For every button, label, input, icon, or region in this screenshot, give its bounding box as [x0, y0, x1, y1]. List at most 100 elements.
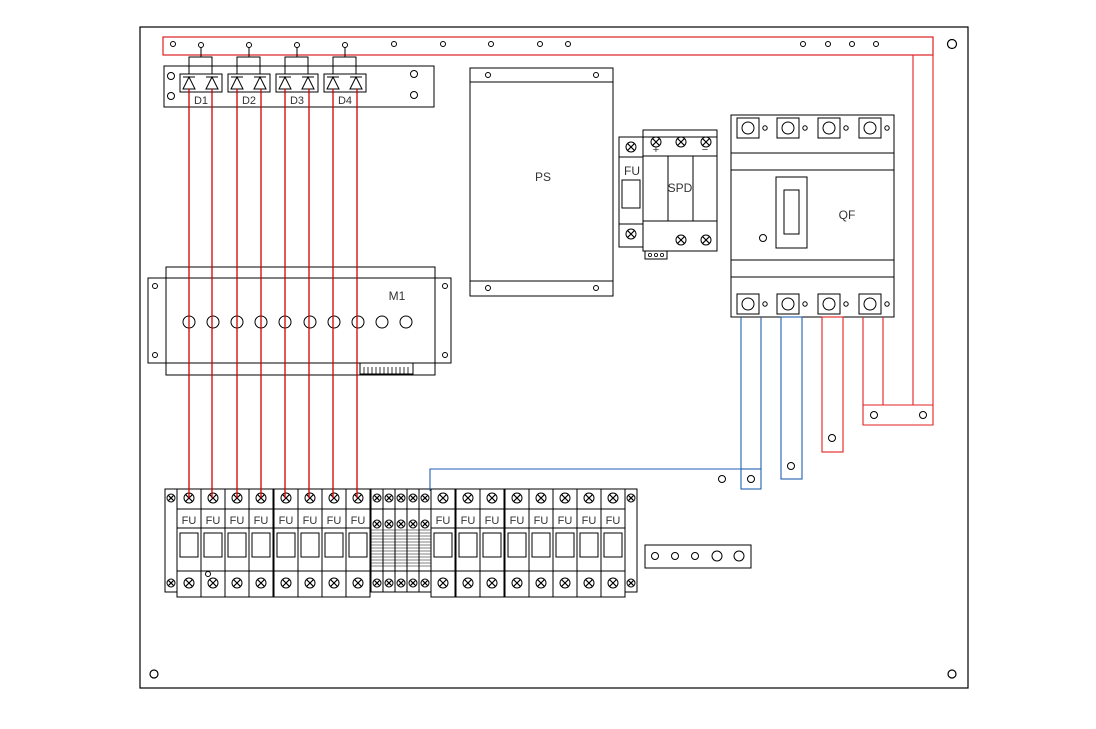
power-supply-label: PS: [535, 170, 551, 184]
fuse-terminal: FU: [576, 488, 602, 598]
feed-through-terminal: [394, 488, 408, 593]
terminal-screw-icon: [607, 577, 619, 589]
terminal-screw-icon: [626, 493, 636, 503]
spd-minus-sign: −: [702, 144, 708, 156]
terminal-screw-icon: [304, 492, 316, 504]
fuse-terminal: FU: [552, 488, 578, 598]
fuse-terminal: FU: [479, 488, 505, 598]
fuse-terminal-label: FU: [351, 515, 366, 527]
terminal-screw-icon: [408, 578, 418, 588]
diode-label-d4: D4: [338, 95, 352, 107]
negative-wires: [429, 316, 803, 491]
fuse-terminal: FU: [345, 488, 371, 598]
terminal-screw-icon: [384, 578, 394, 588]
terminal-screw-icon: [462, 492, 474, 504]
terminal-screw-icon: [625, 141, 637, 153]
diode-board: D1 D2 D3 D4: [163, 42, 435, 108]
terminal-screw-icon: [420, 493, 430, 503]
fuse-terminal: FU: [248, 488, 274, 598]
breaker-terminal-icon: [817, 117, 849, 139]
terminal-screw-icon: [280, 577, 292, 589]
fuse-terminal-label: FU: [461, 515, 476, 527]
fuse-terminal-label: FU: [510, 515, 525, 527]
terminal-screw-icon: [420, 519, 430, 529]
terminal-screw-icon: [607, 492, 619, 504]
spd-fuse-label: FU: [624, 164, 640, 178]
spd-fuse: FU: [618, 136, 644, 248]
terminal-screw-icon: [166, 493, 176, 503]
diode-label-d1: D1: [194, 95, 208, 107]
feed-through-terminal: [370, 488, 384, 593]
terminal-screw-icon: [352, 492, 364, 504]
fuse-terminal: FU: [455, 488, 481, 598]
fuse-terminal: FU: [224, 488, 250, 598]
power-supply: PS: [469, 67, 614, 297]
terminal-screw-icon: [396, 493, 406, 503]
terminal-screw-icon: [700, 234, 712, 246]
terminal-screw-icon: [207, 577, 219, 589]
fuse-terminal-label: FU: [230, 515, 245, 527]
fuse-terminal: FU: [176, 488, 202, 598]
breaker-terminal-icon: [858, 293, 890, 315]
end-clamp: [624, 488, 638, 593]
diode-label-d3: D3: [290, 95, 304, 107]
terminal-screw-icon: [675, 234, 687, 246]
terminal-screw-icon: [675, 136, 687, 148]
diode-pair-icon: [323, 42, 367, 93]
terminal-screw-icon: [207, 492, 219, 504]
terminal-screw-icon: [437, 492, 449, 504]
fuse-terminal: FU: [200, 488, 226, 598]
module-label: M1: [389, 289, 406, 303]
terminal-screw-icon: [535, 577, 547, 589]
terminal-screw-icon: [559, 492, 571, 504]
terminal-screw-icon: [535, 492, 547, 504]
fuse-terminal-label: FU: [182, 515, 197, 527]
terminal-screw-icon: [583, 492, 595, 504]
terminal-screw-icon: [650, 136, 662, 148]
fuse-terminal-label: FU: [327, 515, 342, 527]
module-terminal-hole-icon: [327, 315, 341, 329]
fuse-terminal: FU: [430, 488, 456, 598]
breaker-busbars: [821, 55, 934, 453]
module-terminal-hole-icon: [375, 315, 389, 329]
fuse-terminal-label: FU: [582, 515, 597, 527]
fuse-terminal-label: FU: [606, 515, 621, 527]
fuse-terminal: FU: [600, 488, 626, 598]
end-clamp: [164, 488, 178, 593]
fuse-terminal: FU: [297, 488, 323, 598]
terminal-screw-icon: [486, 577, 498, 589]
plate-mount-hole-icon: [149, 669, 159, 679]
breaker-label: QF: [839, 208, 856, 222]
terminal-screw-icon: [183, 577, 195, 589]
terminal-screw-icon: [437, 577, 449, 589]
feed-through-terminal: [406, 488, 420, 593]
plate-mount-hole-icon: [946, 38, 958, 50]
main-breaker: QF: [730, 114, 895, 318]
module-terminal-hole-icon: [206, 315, 220, 329]
terminal-bar: [644, 544, 752, 569]
spd-label: SPD: [668, 181, 693, 195]
terminal-screw-icon: [462, 577, 474, 589]
fuse-terminal-label: FU: [558, 515, 573, 527]
positive-wires: [188, 89, 358, 498]
fuse-terminal-label: FU: [279, 515, 294, 527]
terminal-screw-icon: [384, 493, 394, 503]
terminal-screw-icon: [583, 577, 595, 589]
fuse-terminal-label: FU: [534, 515, 549, 527]
terminal-screw-icon: [511, 492, 523, 504]
terminal-screw-icon: [231, 577, 243, 589]
diode-pair-icon: [227, 42, 271, 93]
terminal-screw-icon: [372, 578, 382, 588]
breaker-terminal-icon: [776, 117, 808, 139]
terminal-screw-icon: [420, 578, 430, 588]
module-terminal-hole-icon: [351, 315, 365, 329]
module-terminal-hole-icon: [303, 315, 317, 329]
feed-through-terminal: [418, 488, 432, 593]
fuse-terminal: FU: [321, 488, 347, 598]
fuse-terminal-label: FU: [485, 515, 500, 527]
terminal-screw-icon: [408, 519, 418, 529]
spd-plus-sign: +: [653, 144, 659, 156]
terminal-screw-icon: [396, 578, 406, 588]
